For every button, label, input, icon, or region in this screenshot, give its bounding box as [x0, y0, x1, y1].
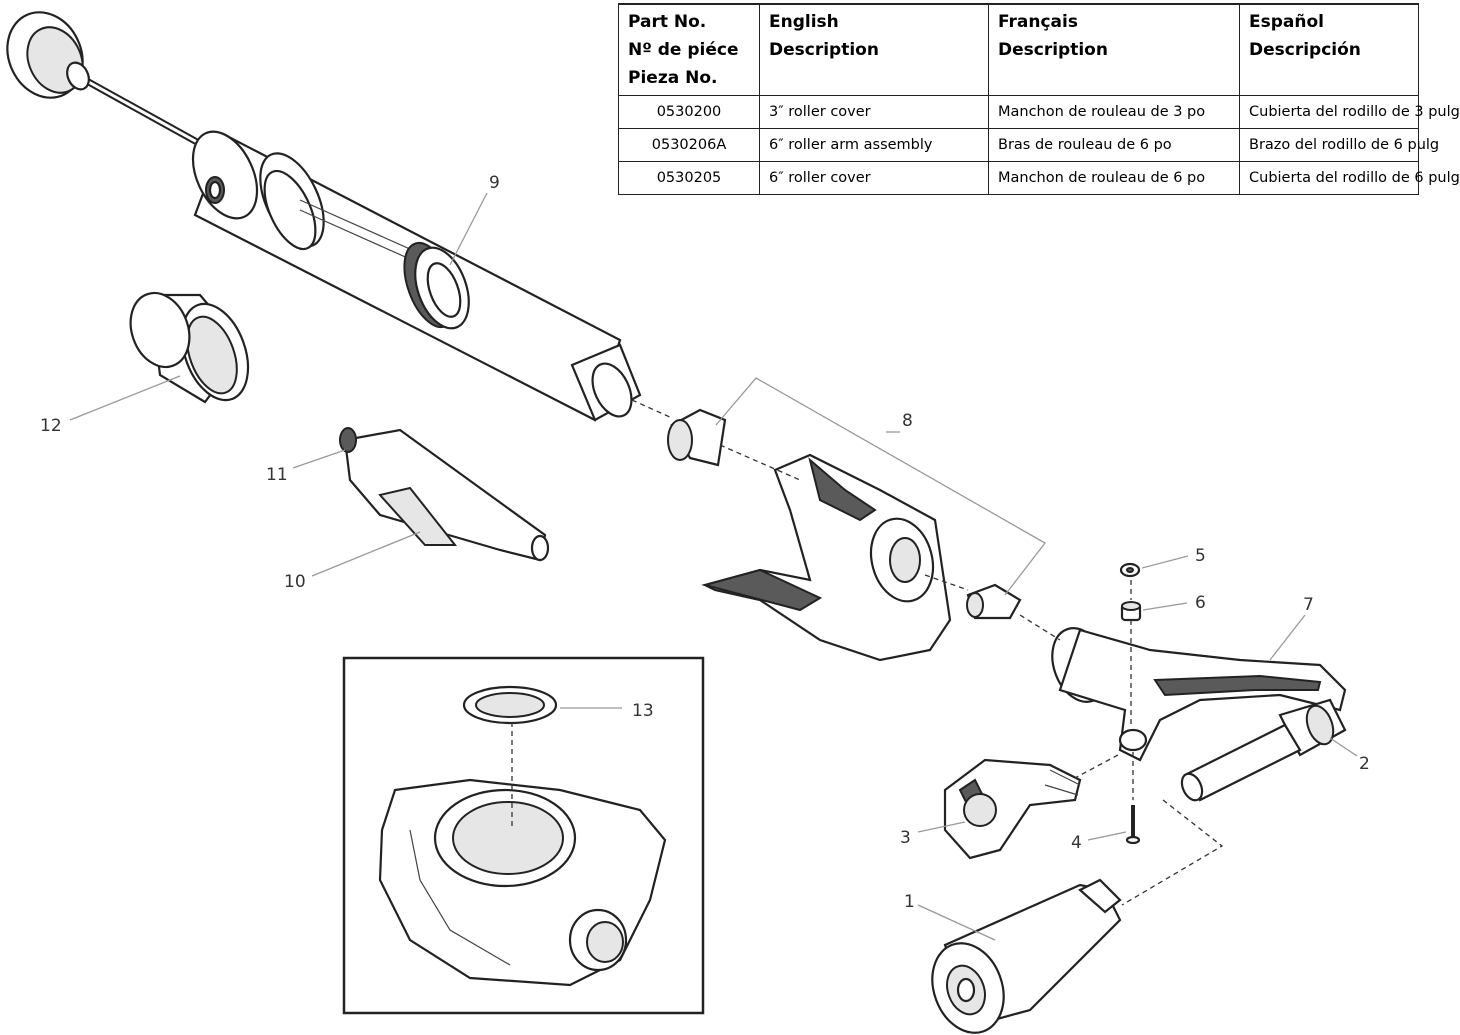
collar-12 [129, 291, 250, 404]
screw-4 [1125, 805, 1141, 845]
header-francais: Français Description [988, 3, 1240, 96]
cell-francais: Manchon de rouleau de 3 po [988, 95, 1240, 129]
callout-6: 6 [1195, 593, 1206, 613]
cell-espanol: Cubierta del rodillo de 6 pulg [1239, 161, 1460, 195]
callout-12: 12 [40, 416, 62, 436]
plunger-handle [6, 11, 217, 156]
callout-7: 7 [1303, 595, 1314, 615]
nut-5 [1119, 562, 1141, 578]
table-row: 0530200 3″ roller cover Manchon de roule… [618, 95, 1460, 129]
assembly-dashed-lines [511, 399, 1224, 906]
valve-flap-upper [667, 408, 727, 467]
roller-arm-7 [1051, 627, 1347, 762]
cell-espanol: Cubierta del rodillo de 3 pulg [1239, 95, 1460, 129]
wheel-3 [943, 758, 1082, 860]
cell-francais: Manchon de rouleau de 6 po [988, 161, 1240, 195]
parts-list-table: Part No. Nº de piéce Pieza No. English D… [618, 3, 1460, 195]
callout-2: 2 [1359, 754, 1370, 774]
inset-detail-box [342, 656, 705, 1015]
cell-part-number: 0530200 [618, 95, 760, 129]
callout-8: 8 [902, 411, 913, 431]
callout-9: 9 [489, 173, 500, 193]
header-espanol: Español Descripción [1239, 3, 1419, 96]
vacuum-head-8 [701, 453, 952, 662]
header-english: English Description [759, 3, 989, 96]
callout-10: 10 [284, 572, 306, 592]
callout-13: 13 [632, 701, 654, 721]
table-row: 0530206A 6″ roller arm assembly Bras de … [618, 128, 1439, 162]
callout-4: 4 [1071, 833, 1082, 853]
cell-english: 3″ roller cover [759, 95, 989, 129]
callout-11: 11 [266, 465, 288, 485]
leader-lines [69, 192, 1358, 941]
cell-english: 6″ roller cover [759, 161, 989, 195]
cell-part-number: 0530206A [618, 128, 760, 162]
callout-1: 1 [904, 892, 915, 912]
seal-ring-9 [403, 241, 470, 330]
table-row: 0530205 6″ roller cover Manchon de roule… [618, 161, 1460, 195]
callout-3: 3 [900, 828, 911, 848]
valve-flap-lower [966, 583, 1022, 620]
roller-cover-2 [1180, 723, 1302, 802]
cell-francais: Bras de rouleau de 6 po [988, 128, 1240, 162]
cell-espanol: Brazo del rodillo de 6 pulg [1239, 128, 1439, 162]
cell-english: 6″ roller arm assembly [759, 128, 989, 162]
roller-cover-1 [931, 878, 1122, 1034]
callout-5: 5 [1195, 546, 1206, 566]
nozzle-10-11 [339, 427, 550, 562]
header-part-number: Part No. Nº de piéce Pieza No. [618, 3, 760, 96]
spacer-6 [1120, 601, 1142, 622]
table-header-row: Part No. Nº de piéce Pieza No. English D… [618, 3, 1419, 96]
cell-part-number: 0530205 [618, 161, 760, 195]
exploded-parts-diagram: 9 12 11 10 8 5 6 7 2 3 4 1 13 [6, 11, 1370, 1034]
